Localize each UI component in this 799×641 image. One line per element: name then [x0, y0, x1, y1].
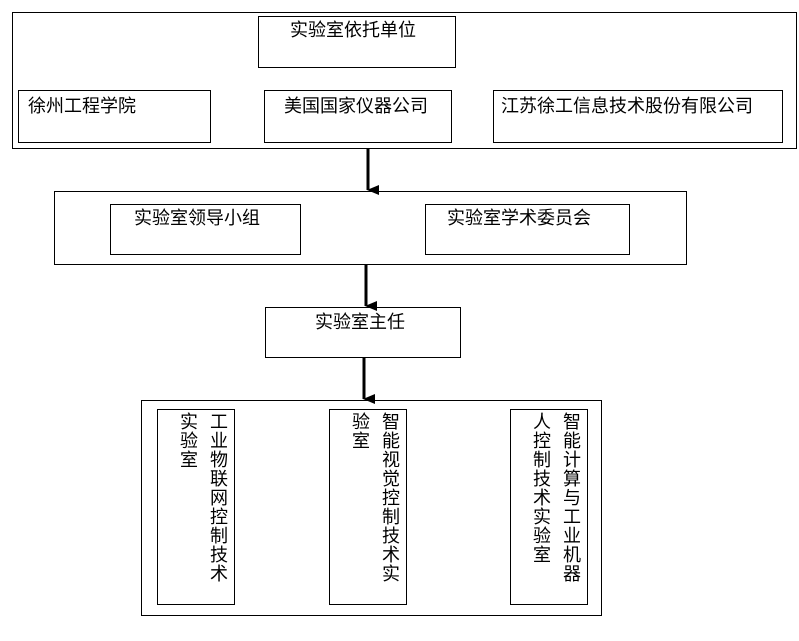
director-box — [265, 307, 461, 358]
academic-committee-label: 实验室学术委员会 — [447, 208, 591, 229]
lab-3-text-col2: 人控制技术实验室 — [530, 412, 551, 564]
lab-3-text-col1: 智能计算与工业机器 — [560, 412, 581, 583]
lab-2-text-col1: 智能视觉控制技术实 — [379, 412, 400, 583]
supporting-units-title: 实验室依托单位 — [290, 20, 416, 41]
lab-1-text-col2: 实验室 — [177, 412, 198, 469]
unit-label-3: 江苏徐工信息技术股份有限公司 — [501, 96, 753, 117]
lab-box-1 — [157, 409, 235, 605]
leadership-group-label: 实验室领导小组 — [134, 208, 260, 229]
supporting-units-title-box — [258, 16, 456, 68]
leadership-group-box — [110, 204, 301, 255]
lab-box-3 — [510, 409, 588, 605]
lab-1-text-col1: 工业物联网控制技术 — [207, 412, 228, 583]
director-label: 实验室主任 — [315, 312, 405, 333]
unit-label-2: 美国国家仪器公司 — [284, 96, 428, 117]
unit-box-3 — [493, 90, 783, 143]
lab-box-2 — [329, 409, 407, 605]
unit-label-1: 徐州工程学院 — [28, 96, 136, 117]
lab-2-text-col2: 验室 — [349, 412, 370, 450]
academic-committee-box — [425, 204, 630, 255]
unit-box-1 — [18, 90, 211, 143]
unit-box-2 — [264, 90, 452, 143]
